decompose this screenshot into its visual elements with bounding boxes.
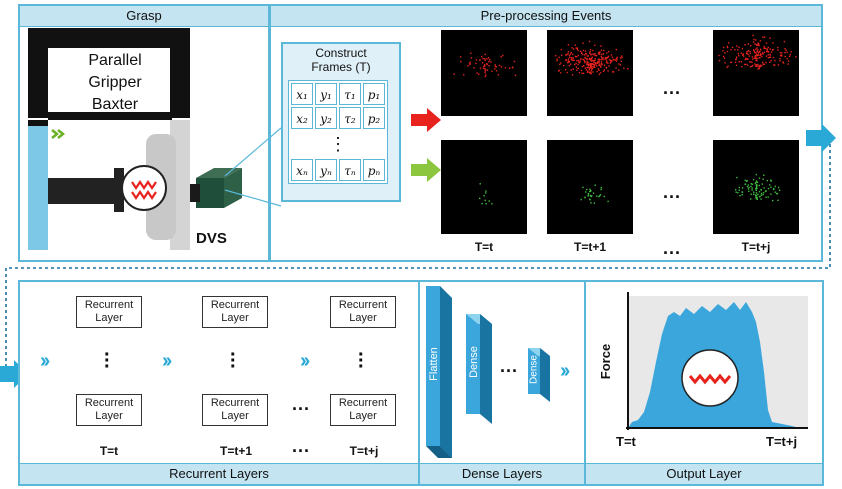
recurrent-layer-line2: Layer (221, 410, 249, 422)
force-ylabel: Force (598, 343, 614, 380)
recurrent-layer-line2: Layer (221, 312, 249, 324)
recurrent-panel-title: Recurrent Layers (20, 463, 418, 484)
grasp-panel: Grasp Parallel Gripper Baxter DVS (18, 4, 270, 262)
chevron-right-icon: ›› (162, 350, 172, 372)
recurrent-ellipsis: ... (292, 394, 311, 414)
recurrent-layer-line1: Recurrent (338, 397, 388, 409)
event-cell: x₁ (291, 83, 313, 105)
recurrent-time-t: T=t (99, 444, 119, 458)
event-frame-green-3 (713, 140, 799, 234)
output-panel: Force T=t T=t+j Output Layer (584, 280, 824, 486)
output-panel-title: Output Layer (586, 463, 822, 484)
frame-label-t1: T=t+1 (573, 240, 606, 254)
event-frame-red-2 (547, 30, 633, 116)
recurrent-layer-line1: Recurrent (338, 299, 388, 311)
construct-title-line1: Construct (315, 46, 367, 60)
recurrent-layer-line2: Layer (349, 312, 377, 324)
recurrent-layer-line2: Layer (95, 410, 123, 422)
preprocessing-panel: Pre-processing Events Construct Frames (… (269, 4, 823, 262)
dense-panel-title: Dense Layers (420, 463, 584, 484)
recurrent-layer-line2: Layer (95, 312, 123, 324)
recurrent-ellipsis-bottom: ... (292, 436, 311, 456)
frames-ellipsis-mid: ... (663, 182, 682, 202)
flatten-label: Flatten (428, 347, 440, 381)
event-cell: x₂ (291, 107, 313, 129)
event-cell: p₂ (363, 107, 385, 129)
frames-ellipsis-top: ... (663, 78, 682, 98)
dense-ellipsis: ... (500, 356, 519, 376)
dense-label-1: Dense (468, 346, 480, 378)
force-x-end: T=t+j (766, 434, 798, 449)
dense-blocks (426, 286, 550, 458)
event-cell: xₙ (291, 159, 313, 181)
gripper-label-line1: Parallel (88, 52, 142, 69)
event-cell: pₙ (363, 159, 385, 181)
force-plot (626, 292, 808, 430)
event-row-dots: ⋮ (329, 134, 347, 154)
event-cell: yₙ (315, 159, 337, 181)
event-cell: y₁ (315, 83, 337, 105)
chevron-right-icon: ›› (560, 360, 570, 382)
frame-label-tj: T=t+j (741, 240, 771, 254)
event-cell: p₁ (363, 83, 385, 105)
event-cell: τ₁ (339, 83, 361, 105)
recurrent-layer-line1: Recurrent (210, 397, 260, 409)
construct-frames-title: Construct Frames (T) (283, 44, 399, 74)
frame-label-t: T=t (474, 240, 494, 254)
event-frame-red-3 (713, 30, 799, 116)
recurrent-time-t1: T=t+1 (219, 444, 252, 458)
frames-ellipsis-bottom: ... (663, 238, 682, 258)
recurrent-vdots: ··· (230, 344, 237, 378)
event-frame-green-1 (441, 140, 527, 234)
recurrent-layer-line2: Layer (349, 410, 377, 422)
recurrent-layer-line1: Recurrent (84, 299, 134, 311)
event-cell: τ₂ (339, 107, 361, 129)
force-x-start: T=t (616, 434, 636, 449)
recurrent-vdots: ··· (358, 344, 365, 378)
green-arrow (411, 158, 441, 182)
recurrent-layer-line1: Recurrent (84, 397, 134, 409)
dense-panel: Flatten Dense Dense ... ›› Dense Layers (418, 280, 586, 486)
chevron-right-icon: ›› (40, 350, 50, 372)
recurrent-vdots: ··· (104, 344, 111, 378)
gripper-label-line2: Gripper (88, 74, 142, 91)
event-frame-green-2 (547, 140, 633, 234)
construct-title-line2: Frames (T) (311, 60, 371, 74)
grasp-panel-title: Grasp (20, 6, 268, 27)
event-cell: y₂ (315, 107, 337, 129)
event-cell: τₙ (339, 159, 361, 181)
recurrent-layer-line1: Recurrent (210, 299, 260, 311)
recurrent-time-tj: T=t+j (349, 444, 379, 458)
dense-label-2: Dense (528, 355, 540, 384)
gripper-label-line3: Baxter (91, 96, 139, 113)
chevron-right-icon: ›› (300, 350, 310, 372)
red-arrow (411, 108, 441, 132)
event-frame-red-1 (441, 30, 527, 116)
preprocessing-panel-title: Pre-processing Events (271, 6, 821, 27)
gripper-label: Parallel Gripper Baxter (60, 50, 170, 116)
dvs-label: DVS (196, 230, 227, 247)
